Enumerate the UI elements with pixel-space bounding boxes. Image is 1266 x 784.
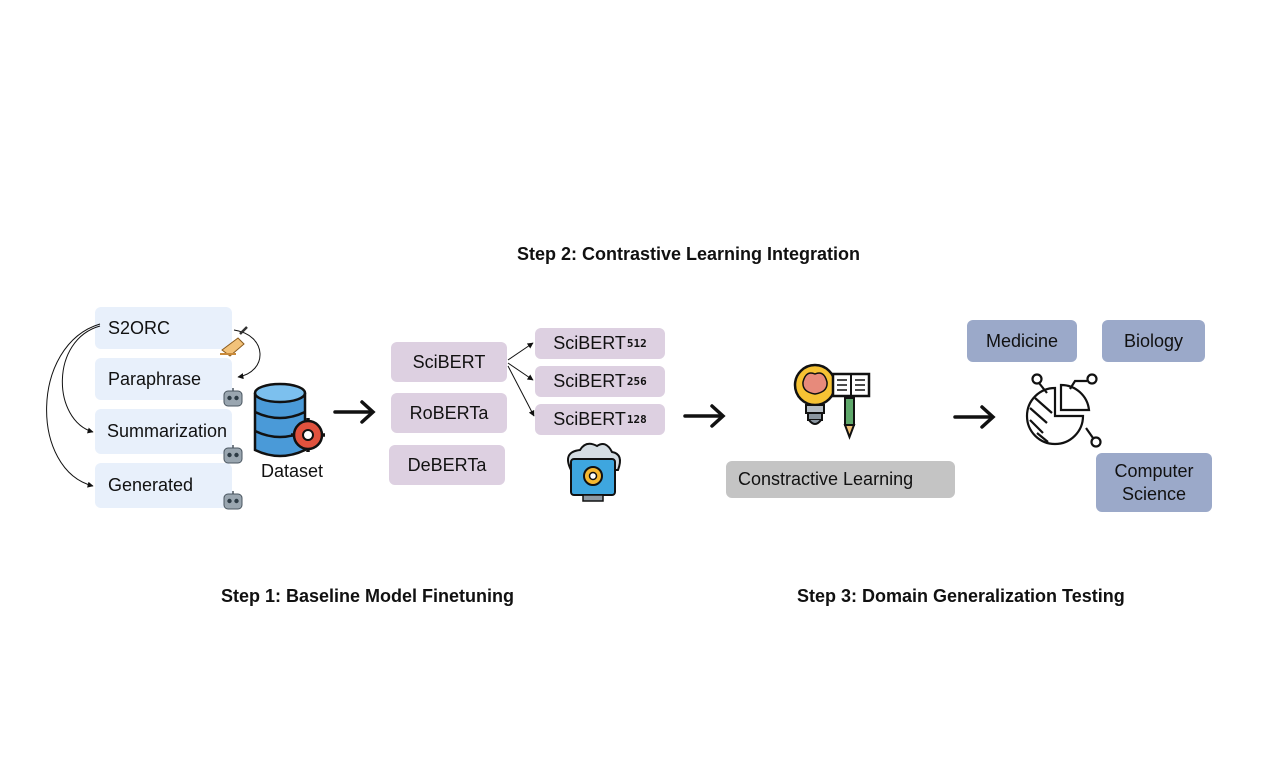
robot-icon <box>223 388 243 407</box>
source-box-s2orc: S2ORC <box>95 307 232 349</box>
domain-label-line2: Science <box>1121 483 1187 504</box>
variant-base: SciBERT <box>553 409 626 429</box>
domain-box-medicine: Medicine <box>967 320 1077 362</box>
domain-label: Medicine <box>985 330 1059 351</box>
model-label: RoBERTa <box>409 402 489 423</box>
lightbulb-brain-book-icon <box>793 363 871 440</box>
model-box-deberta: DeBERTa <box>389 445 505 485</box>
domain-box-biology: Biology <box>1102 320 1205 362</box>
source-label: Summarization <box>107 421 228 441</box>
model-label: DeBERTa <box>407 454 487 475</box>
step3-title: Step 3: Domain Generalization Testing <box>797 586 1125 606</box>
dataset-label: Dataset <box>261 461 324 481</box>
arrow-dataset-to-models <box>333 400 376 424</box>
contrastive-label: Constractive Learning <box>738 469 914 489</box>
source-box-paraphrase: Paraphrase <box>95 358 232 400</box>
step2-title: Step 2: Contrastive Learning Integration <box>517 244 861 264</box>
arc-to-paraphrase <box>233 329 261 380</box>
source-box-summarization: Summarization <box>95 409 232 454</box>
arc-to-generated <box>46 323 101 488</box>
model-label: SciBERT <box>412 351 486 372</box>
source-label: Generated <box>108 475 194 495</box>
model-box-roberta: RoBERTa <box>391 393 507 433</box>
domain-label: Biology <box>1123 330 1184 351</box>
arrow-models-to-contrastive <box>683 404 726 428</box>
robot-icon <box>223 491 243 510</box>
source-connectors <box>46 323 261 488</box>
robot-icon <box>223 445 243 464</box>
pie-chart-icon <box>1025 373 1102 448</box>
arrow-contrastive-to-domains <box>953 405 996 429</box>
source-label: Paraphrase <box>108 368 202 389</box>
variant-sub: 128 <box>626 413 647 426</box>
variant-sub: 512 <box>626 337 647 350</box>
variant-base: SciBERT <box>553 333 626 353</box>
variant-connectors <box>507 342 535 417</box>
domain-box-computer-science: Computer Science <box>1096 453 1212 512</box>
variant-sub: 256 <box>626 375 647 388</box>
step1-title: Step 1: Baseline Model Finetuning <box>221 586 515 606</box>
source-box-generated: Generated <box>95 463 232 508</box>
variant-base: SciBERT <box>553 371 626 391</box>
contrastive-learning-box: Constractive Learning <box>726 461 955 498</box>
cloud-computer-gear-icon <box>567 442 621 502</box>
model-box-scibert: SciBERT <box>391 342 507 382</box>
writing-hand-icon <box>220 326 248 357</box>
domain-label-line1: Computer <box>1114 460 1194 481</box>
database-gear-icon <box>253 382 325 458</box>
source-label: S2ORC <box>108 317 171 338</box>
step-arrows <box>333 400 996 429</box>
arc-to-summarization <box>61 325 101 434</box>
